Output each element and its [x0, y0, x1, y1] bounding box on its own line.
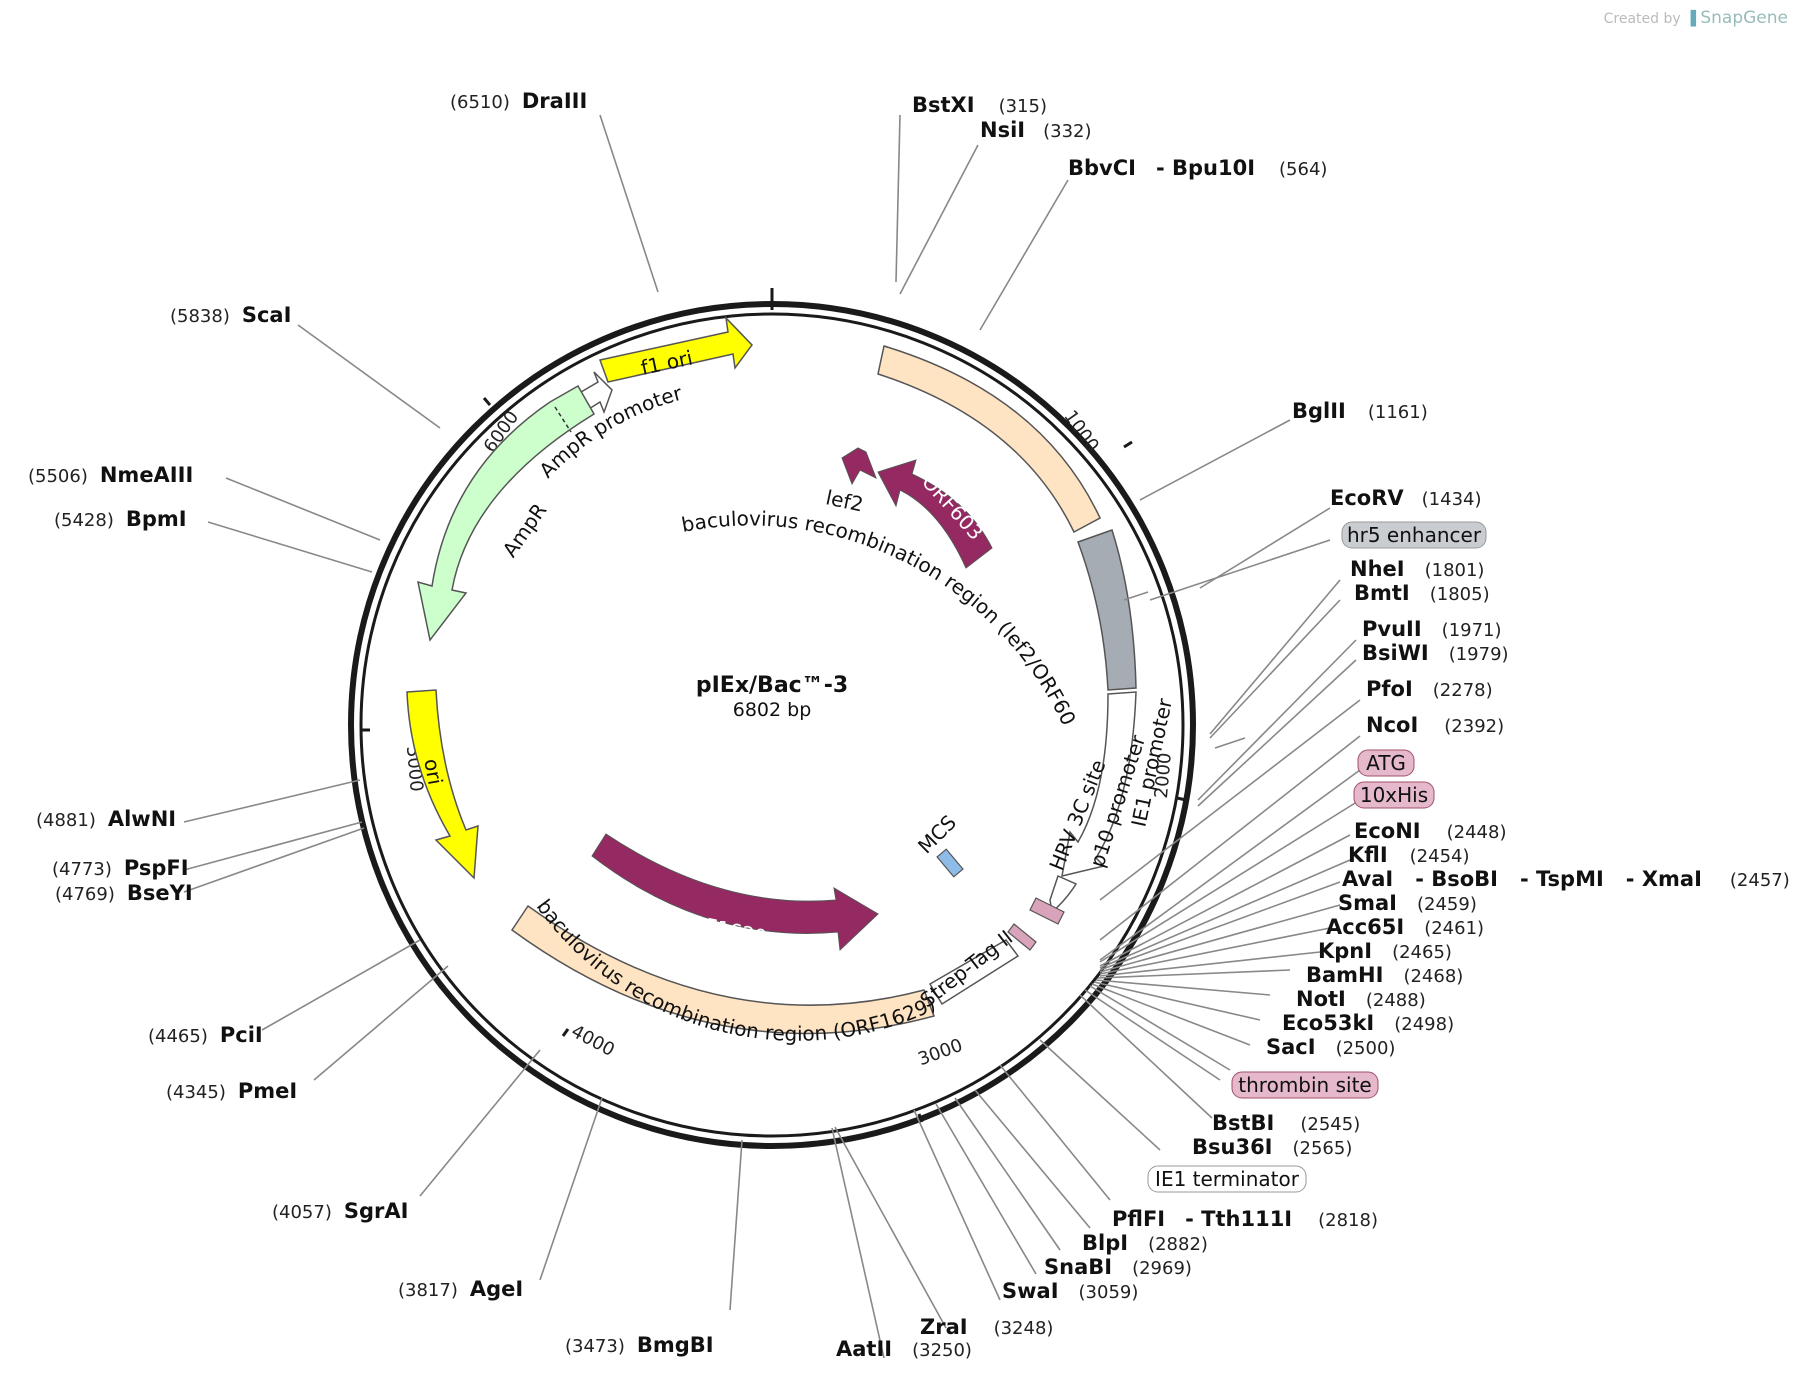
lef2-arrow[interactable] [841, 447, 877, 486]
site-bsey1: (4769)BseYI [55, 881, 193, 905]
tick-label-4000: 4000 [568, 1021, 618, 1061]
site-bgl2: BglII(1161) [1292, 399, 1428, 423]
ie1-terminator-box-label: IE1 terminator [1155, 1167, 1300, 1191]
his-box-label: 10xHis [1360, 783, 1428, 807]
site-sma1: SmaI(2459) [1338, 891, 1477, 915]
site-not1: NotI(2488) [1296, 987, 1426, 1011]
site-swa1: SwaI(3059) [1002, 1279, 1138, 1303]
recomb-region-top[interactable] [877, 345, 1101, 534]
thrombin-box-label: thrombin site [1238, 1073, 1371, 1097]
backbone [348, 288, 1196, 1149]
ori-arrow[interactable] [406, 689, 479, 880]
site-kpn1: KpnI(2465) [1318, 939, 1452, 963]
credit-prefix: Created by [1603, 11, 1681, 27]
site-blp1: BlpI(2882) [1082, 1231, 1208, 1255]
mcs-label: MCS [913, 810, 961, 858]
site-bsiw1: BsiWI(1979) [1362, 641, 1509, 665]
orf1629-arrow[interactable] [591, 833, 879, 952]
site-nmea3: (5506)NmeAIII [28, 463, 193, 487]
mcs-block[interactable] [936, 848, 964, 878]
site-bsu36i: Bsu36I(2565) [1192, 1135, 1352, 1159]
tick-label-2000: 2000 [1151, 752, 1176, 799]
site-bbvc1: BbvCI- Bpu10I(564) [1068, 156, 1327, 180]
site-pfo1: PfoI(2278) [1366, 677, 1493, 701]
strep-tag-block[interactable] [1007, 923, 1037, 951]
site-pci1: (4465)PciI [148, 1023, 263, 1047]
plasmid-name: pIEx/Bac™-3 [696, 673, 848, 698]
recomb-region-bottom[interactable] [510, 904, 935, 1035]
site-bmt1: BmtI(1805) [1354, 581, 1490, 605]
site-dra3: (6510)DraIII [450, 89, 587, 113]
lef2-label: lef2 [824, 485, 866, 516]
atg-box [1357, 749, 1415, 777]
site-sca1: (5838)ScaI [170, 303, 291, 327]
site-sgra1: (4057)SgrAI [272, 1199, 408, 1223]
site-nhe1: NheI(1801) [1350, 557, 1484, 581]
ori-label: ori [419, 757, 447, 787]
plasmid-size: 6802 bp [733, 699, 812, 721]
tick-label-1000: 1000 [1059, 406, 1102, 456]
credit-brand: SnapGene [1700, 8, 1788, 28]
site-bamh1: BamHI(2468) [1306, 963, 1463, 987]
site-snab1: SnaBI(2969) [1044, 1255, 1192, 1279]
site-pflf1: PflFI- Tth111I(2818) [1112, 1207, 1378, 1231]
hr5-enhancer-block[interactable] [1077, 529, 1137, 691]
snapgene-logo-icon: ▐ [1685, 11, 1696, 27]
strep-region-block[interactable] [928, 939, 1020, 1006]
strep-label: Strep-Tag II [915, 925, 1017, 1012]
ie1-terminator-box [1147, 1165, 1307, 1193]
hr5-box [1341, 521, 1487, 549]
his-tag-block[interactable] [1029, 897, 1065, 925]
leader-lines [183, 114, 1361, 1359]
site-bstb1: BstBI(2545) [1212, 1111, 1360, 1135]
atg-box-label: ATG [1366, 751, 1406, 775]
tick-label-3000: 3000 [915, 1035, 965, 1070]
site-zra1: ZraI(3248) [920, 1315, 1053, 1339]
orf603-arrow[interactable] [877, 459, 993, 569]
ampr-arrow[interactable] [417, 384, 596, 642]
hr5-box-label: hr5 enhancer [1347, 523, 1482, 547]
f1-ori-arrow[interactable] [599, 315, 753, 383]
credit: Created by ▐ SnapGene [1604, 8, 1788, 28]
site-nsi1: NsiI(332) [980, 118, 1092, 142]
enzyme-labels: (6510)DraIII BstXI(315) NsiI(332) BbvCI-… [28, 89, 1790, 1361]
site-kfl1: KflI(2454) [1348, 843, 1470, 867]
site-sac1: SacI(2500) [1266, 1035, 1395, 1059]
site-age1: (3817)AgeI [398, 1277, 523, 1301]
ie1-promoter-arrow[interactable] [1061, 691, 1137, 877]
thrombin-box [1231, 1071, 1379, 1099]
site-aat2: AatII(3250) [836, 1337, 972, 1361]
site-nco1: NcoI(2392) [1366, 713, 1504, 737]
his-box [1353, 781, 1435, 809]
site-bstx1: BstXI(315) [912, 93, 1047, 117]
callout-boxes: hr5 enhancer ATG 10xHis thrombin site IE… [1147, 521, 1487, 1193]
ampr-label: AmpR [498, 499, 552, 562]
site-econ1: EcoNI(2448) [1354, 819, 1506, 843]
site-pvu2: PvuII(1971) [1362, 617, 1502, 641]
features: f1 ori ori ORF603 lef2 ORF1629 [406, 315, 1137, 1035]
site-eco53ki: Eco53kI(2498) [1282, 1011, 1454, 1035]
site-ava1: AvaI- BsoBI- TspMI- XmaI(2457) [1342, 867, 1790, 891]
site-bmgb1: (3473)BmgBI [565, 1333, 714, 1357]
site-pspf1: (4773)PspFI [52, 856, 189, 880]
site-bpm1: (5428)BpmI [54, 507, 187, 531]
site-alwn1: (4881)AlwNI [36, 807, 176, 831]
site-ecorv: EcoRV(1434) [1330, 486, 1482, 510]
site-pme1: (4345)PmeI [166, 1079, 297, 1103]
site-acc65i: Acc65I(2461) [1326, 915, 1484, 939]
